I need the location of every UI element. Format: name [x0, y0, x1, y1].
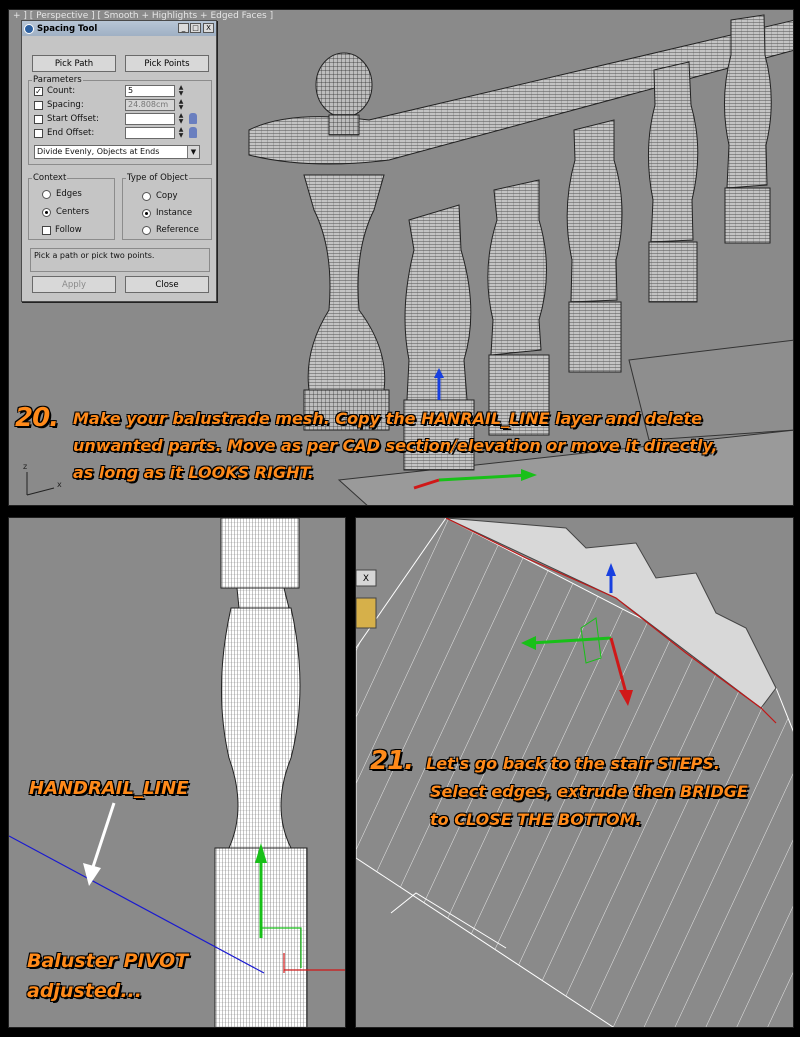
spacing-field[interactable]: 24.808cm [125, 99, 175, 111]
centers-radio-row[interactable]: Centers [42, 206, 89, 218]
end-offset-spinner[interactable]: ▲▼ [178, 126, 184, 139]
handrail-line-label: HANDRAIL_LINE [29, 778, 189, 799]
reference-radio-row[interactable]: Reference [142, 224, 199, 236]
end-offset-row[interactable]: End Offset: [34, 127, 94, 139]
viewport-label[interactable]: + ] [ Perspective ] [ Smooth + Highlight… [13, 11, 274, 21]
reference-radio[interactable] [142, 225, 151, 235]
context-group: Context [28, 173, 115, 240]
copy-radio-row[interactable]: Copy [142, 190, 178, 202]
follow-label: Follow [55, 225, 82, 235]
close-window-button[interactable]: X [203, 23, 214, 33]
centers-radio[interactable] [42, 207, 51, 217]
status-text: Pick a path or pick two points. [30, 248, 210, 272]
viewport-baluster[interactable]: HANDRAIL_LINE Baluster PIVOT adjusted... [8, 517, 346, 1028]
app-icon [24, 23, 34, 34]
step-20-caption-line-1: Make your balustrade mesh. Copy the HANR… [73, 409, 703, 428]
pivot-label-line-1: Baluster PIVOT [27, 950, 189, 972]
step-21-number: 21. [370, 746, 414, 776]
step-20-number: 20. [15, 403, 59, 433]
edges-radio-row[interactable]: Edges [42, 188, 82, 200]
instance-radio-row[interactable]: Instance [142, 207, 192, 219]
instance-label: Instance [156, 208, 193, 218]
axis-z-label: z [23, 462, 28, 471]
type-of-object-group: Type of Object [122, 173, 212, 240]
viewport-stair-steps[interactable]: X 21. Let's go back to the stair STEPS. … [355, 517, 794, 1028]
balustrade-render [26, 14, 793, 505]
end-offset-field[interactable] [125, 127, 175, 139]
spacing-spinner[interactable]: ▲▼ [178, 98, 184, 111]
parameters-label: Parameters [32, 75, 83, 85]
stair-steps-render [356, 518, 793, 1027]
type-of-object-label: Type of Object [126, 173, 189, 183]
copy-radio[interactable] [142, 191, 151, 201]
step-20-caption-line-2: unwanted parts. Move as per CAD section/… [73, 436, 718, 455]
follow-checkbox[interactable] [42, 225, 51, 235]
reference-label: Reference [156, 225, 199, 235]
context-label: Context [32, 173, 68, 183]
count-checkbox[interactable]: ✓ [34, 86, 43, 96]
distribution-select[interactable]: Divide Evenly, Objects at Ends ▼ [34, 145, 200, 159]
start-offset-checkbox[interactable] [34, 114, 43, 124]
axis-x-label: x [57, 480, 62, 489]
dialog-title: Spacing Tool [37, 23, 98, 34]
count-field[interactable]: 5 [125, 85, 175, 97]
pivot-label-line-2: adjusted... [27, 980, 142, 1002]
spacing-checkbox[interactable] [34, 100, 43, 110]
dialog-titlebar[interactable]: Spacing Tool _ □ X [22, 21, 216, 36]
start-offset-lock-icon[interactable] [189, 113, 197, 124]
close-button[interactable]: Close [125, 276, 209, 293]
viewport-perspective[interactable]: + ] [ Perspective ] [ Smooth + Highlight… [8, 9, 794, 506]
minimize-button[interactable]: _ [178, 23, 189, 33]
spacing-label: Spacing: [47, 100, 84, 110]
end-offset-checkbox[interactable] [34, 128, 43, 138]
chevron-down-icon[interactable]: ▼ [187, 146, 199, 158]
instance-radio[interactable] [142, 208, 151, 218]
baluster-render [9, 518, 345, 1027]
close-icon[interactable]: X [362, 574, 370, 584]
step-20-caption-line-3: as long as it LOOKS RIGHT. [73, 463, 314, 482]
count-row[interactable]: ✓ Count: [34, 85, 75, 97]
centers-label: Centers [56, 207, 90, 217]
edges-label: Edges [56, 189, 82, 199]
spacing-tool-dialog: Spacing Tool _ □ X Pick Path Pick Points… [21, 20, 217, 302]
start-offset-row[interactable]: Start Offset: [34, 113, 99, 125]
step-21-caption-line-3: to CLOSE THE BOTTOM. [430, 810, 642, 829]
start-offset-field[interactable] [125, 113, 175, 125]
count-label: Count: [47, 86, 76, 96]
edges-radio[interactable] [42, 189, 51, 199]
end-offset-lock-icon[interactable] [189, 127, 197, 138]
spacing-row[interactable]: Spacing: [34, 99, 84, 111]
pick-path-button[interactable]: Pick Path [32, 55, 116, 72]
distribution-value: Divide Evenly, Objects at Ends [37, 147, 160, 156]
step-21-caption-line-2: Select edges, extrude then BRIDGE [430, 782, 748, 801]
start-offset-spinner[interactable]: ▲▼ [178, 112, 184, 125]
apply-button[interactable]: Apply [32, 276, 116, 293]
pick-points-button[interactable]: Pick Points [125, 55, 209, 72]
end-offset-label: End Offset: [47, 128, 95, 138]
copy-label: Copy [156, 191, 178, 201]
start-offset-label: Start Offset: [47, 114, 99, 124]
parameters-group: Parameters [28, 75, 212, 165]
follow-row[interactable]: Follow [42, 224, 82, 236]
maximize-button[interactable]: □ [190, 23, 201, 33]
count-spinner[interactable]: ▲▼ [178, 84, 184, 97]
step-21-caption-line-1: Let's go back to the stair STEPS. [426, 754, 720, 773]
